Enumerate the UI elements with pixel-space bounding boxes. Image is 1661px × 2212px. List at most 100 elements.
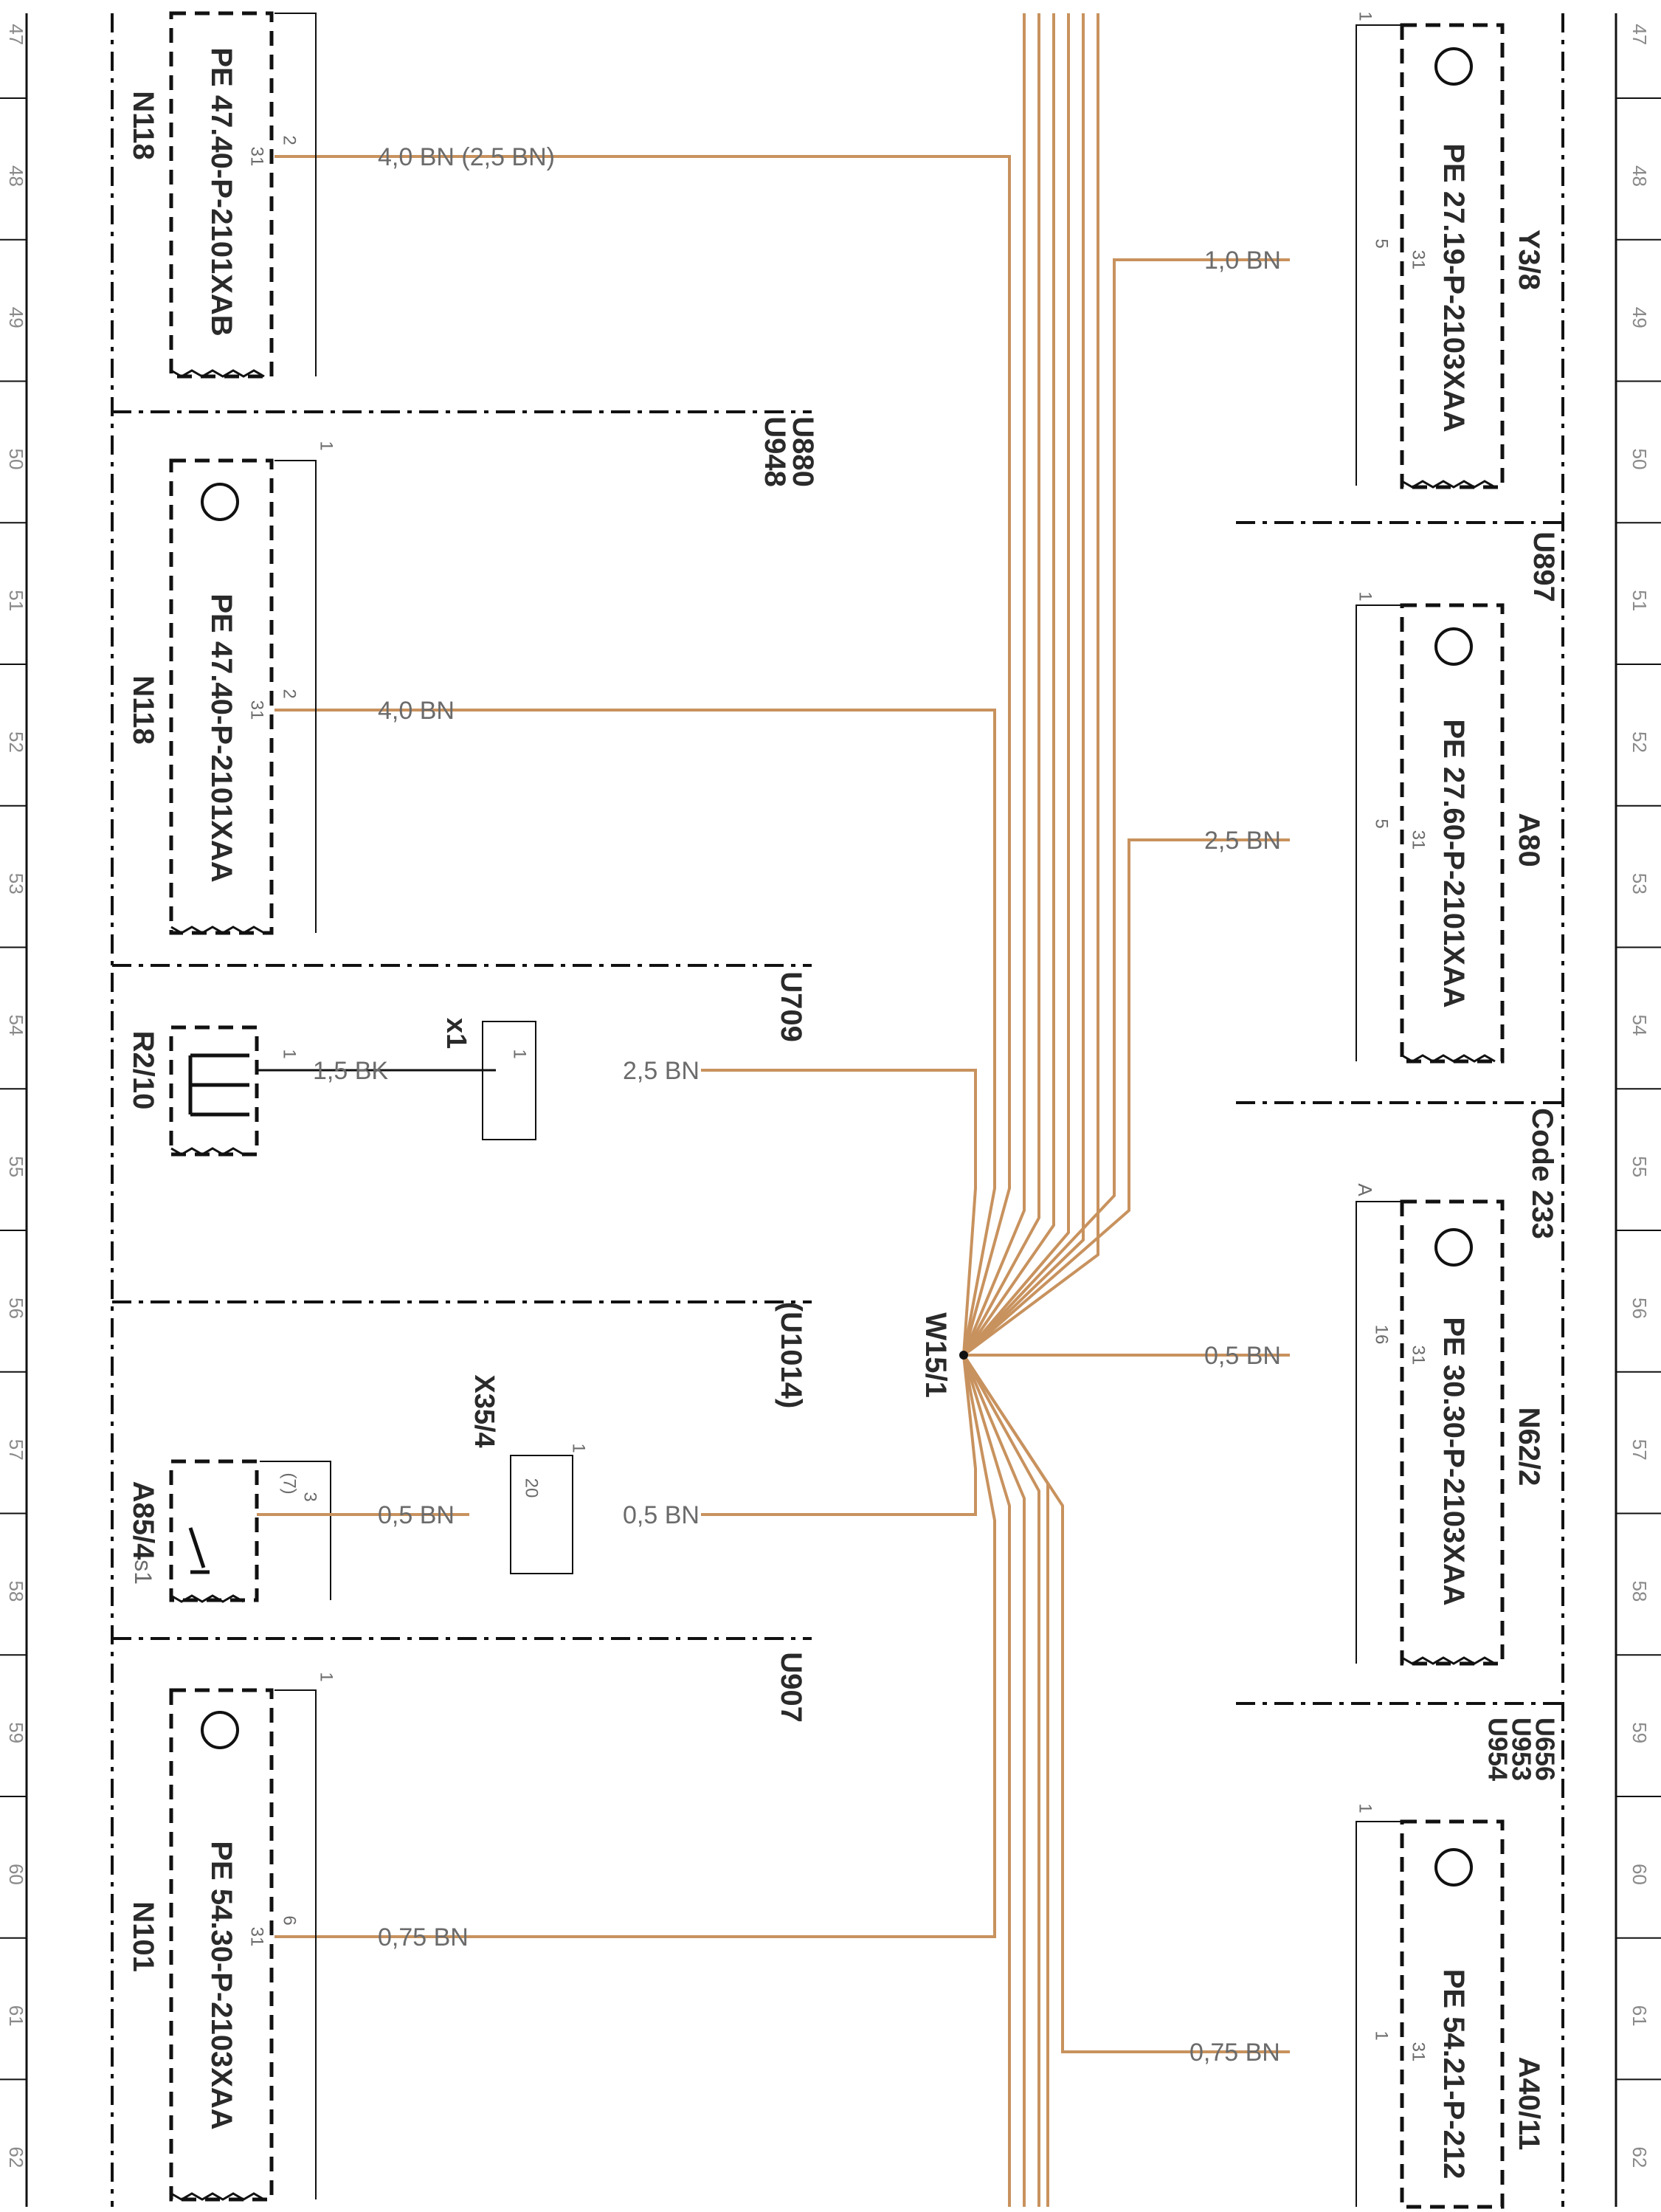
code-label: U709 [775, 971, 807, 1042]
wire-label: 4,0 BN [378, 697, 455, 725]
ruler-mark: 59 [5, 1722, 27, 1743]
transistor-icon [201, 1711, 239, 1749]
component-doc: PE 27.19-P-2103XAA [1437, 143, 1470, 432]
splice-label: W15/1 [919, 1312, 952, 1398]
connector-mark: 1 [569, 1443, 589, 1453]
pin-term: 31 [1409, 2042, 1429, 2062]
code-label: U880 [787, 416, 819, 487]
component-name: N118 [127, 675, 159, 744]
component-a85-4[interactable]: A85/4 s1 3 (7) [127, 1459, 331, 1603]
ruler-mark: 50 [5, 449, 27, 470]
ruler-mark: 58 [5, 1580, 27, 1602]
ruler-mark: 57 [1629, 1439, 1651, 1461]
component-n118-b[interactable]: N118 PE 47.40-P-2101XAA 31 2 1 [127, 441, 336, 935]
component-doc: PE 30.30-P-2103XAA [1437, 1317, 1470, 1605]
wire-label: 0,5 BN [1204, 1342, 1281, 1370]
ruler-mark: 59 [1629, 1722, 1651, 1743]
pin-in: 5 [1372, 238, 1392, 248]
ruler-mark: 48 [5, 165, 27, 187]
pin-in: 1 [1372, 2030, 1392, 2040]
code-label: U656 [1530, 1717, 1561, 1781]
code-label: U954 [1483, 1717, 1513, 1781]
component-doc: PE 27.60-P-2101XAA [1437, 719, 1470, 1007]
harness-wires [274, 13, 1290, 2207]
wire-label: 0,5 BN [378, 1501, 455, 1529]
component-name: Y3/8 [1513, 230, 1545, 290]
component-name: N62/2 [1513, 1408, 1545, 1486]
component-r2-10[interactable]: R2/10 1 [127, 1025, 300, 1157]
connector-mark: A [1354, 1183, 1376, 1196]
pin-b: (7) [280, 1472, 300, 1494]
component-y3-8[interactable]: PE 27.19-P-2103XAA Y3/8 31 5 1 [1356, 11, 1546, 489]
ruler-mark: 50 [1629, 449, 1651, 470]
component-name: R2/10 [127, 1031, 159, 1110]
pin-term: 31 [247, 1927, 267, 1947]
heater-icon [188, 1053, 249, 1117]
pin-term: 31 [1409, 1346, 1429, 1365]
pin-in: 2 [280, 135, 300, 145]
wire-label: 0,5 BN [623, 1501, 700, 1529]
ruler-mark: 49 [5, 307, 27, 328]
ruler-mark: 60 [1629, 1864, 1651, 1885]
ruler-mark: 52 [5, 731, 27, 753]
pin-in: 2 [280, 689, 300, 698]
pin-term: 31 [1409, 830, 1429, 850]
component-a80[interactable]: PE 27.60-P-2101XAA A80 31 5 1 [1356, 591, 1546, 1064]
pin-in: 16 [1372, 1325, 1392, 1345]
pin-term: 31 [247, 147, 267, 167]
wire-label: 0,75 BN [378, 1923, 469, 1951]
ruler-mark: 53 [1629, 873, 1651, 895]
ruler-mark: 52 [1629, 731, 1651, 753]
ruler-mark: 56 [1629, 1298, 1651, 1319]
connector-mark: 1 [1356, 11, 1375, 21]
ruler-mark: 47 [1629, 24, 1651, 45]
section-separators [111, 13, 1564, 2207]
pin: 1 [280, 1049, 300, 1058]
transistor-icon [1434, 47, 1473, 86]
code-label: U897 [1527, 531, 1560, 602]
transistor-icon [201, 483, 239, 521]
component-doc: PE 47.40-P-2101XAB [205, 47, 238, 336]
transistor-icon [1434, 1848, 1473, 1887]
ruler-mark: 49 [1629, 307, 1651, 328]
pin-term: 31 [247, 700, 267, 720]
connector-pin: 1 [510, 1049, 530, 1058]
ruler-mark: 58 [1629, 1580, 1651, 1602]
connector-x1[interactable]: x1 1 [441, 1018, 536, 1140]
component-n101[interactable]: N101 PE 54.30-P-2103XAA 31 6 1 [127, 1672, 336, 2202]
connector-mark: 1 [1356, 591, 1375, 601]
component-name: A85/4 [127, 1481, 159, 1560]
ruler-mark: 54 [1629, 1014, 1651, 1036]
connector-mark: 1 [317, 1672, 336, 1681]
component-doc: PE 47.40-P-2101XAA [205, 593, 238, 882]
connector-pin: 20 [522, 1478, 542, 1498]
connector-name: X35/4 [469, 1374, 500, 1447]
pin-term: 31 [1409, 250, 1429, 270]
connector-name: x1 [441, 1018, 472, 1049]
component-doc: PE 54.21-P-212 [1437, 1969, 1470, 2180]
ruler-mark: 56 [5, 1298, 27, 1319]
component-a40-11[interactable]: PE 54.21-P-212 A40/11 31 1 1 [1356, 1803, 1546, 2209]
component-sub: s1 [130, 1560, 156, 1585]
ruler-mark: 55 [5, 1156, 27, 1177]
ruler-mark: 47 [5, 24, 27, 45]
component-n118-a[interactable]: N118 PE 47.40-P-2101XAB 31 2 [127, 11, 317, 379]
transistor-icon [1434, 1228, 1473, 1267]
wire-label: 0,75 BN [1189, 2039, 1280, 2067]
code-label: U948 [759, 416, 791, 487]
wire-label: 2,5 BN [1204, 827, 1281, 855]
component-n62-2[interactable]: PE 30.30-P-2103XAA N62/2 31 16 A [1354, 1183, 1545, 1666]
ruler-mark: 57 [5, 1439, 27, 1461]
ruler-mark: 61 [5, 2005, 27, 2027]
ruler-mark: 51 [1629, 590, 1651, 611]
wire-label: 2,5 BN [623, 1057, 700, 1085]
pin-in: 6 [280, 1915, 300, 1925]
connector-mark: 1 [317, 441, 336, 450]
component-name: N118 [127, 91, 159, 159]
component-name: N101 [127, 1901, 159, 1972]
ruler-mark: 62 [5, 2146, 27, 2168]
wire-label: 4,0 BN (2,5 BN) [378, 143, 555, 171]
connector-x35-4[interactable]: X35/4 20 1 [469, 1374, 589, 1574]
